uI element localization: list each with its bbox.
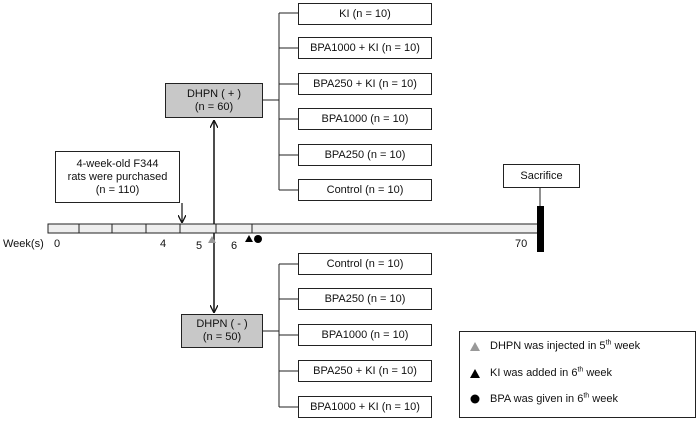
group-neg-2: BPA250 (n = 10): [298, 288, 432, 310]
dhpn-positive-count: (n = 60): [194, 100, 234, 113]
group-neg-5: BPA1000 + KI (n = 10): [298, 396, 432, 418]
timeline-tick-70: 70: [515, 238, 528, 250]
sacrifice-box: Sacrifice: [503, 164, 580, 188]
timeline-bar: [47, 223, 541, 234]
legend-ki-text: KI was added in 6th week: [490, 366, 613, 379]
group-neg-3: BPA1000 (n = 10): [298, 324, 432, 346]
group-pos-4: BPA1000 (n = 10): [298, 108, 432, 130]
group-label: BPA1000 (n = 10): [321, 328, 409, 341]
legend-item-ki: KI was added in 6th week: [460, 366, 613, 379]
black-circle-icon: [460, 394, 490, 404]
dhpn-positive-title: DHPN ( + ): [186, 87, 242, 100]
group-pos-5: BPA250 (n = 10): [298, 144, 432, 166]
group-label: BPA1000 (n = 10): [321, 112, 409, 125]
purchase-line-2: rats were purchased: [67, 170, 168, 183]
timeline-segment-dividers: [78, 224, 253, 233]
ki-added-triangle: [245, 235, 253, 242]
group-label: Control (n = 10): [326, 257, 404, 270]
group-label: BPA250 (n = 10): [324, 292, 406, 305]
legend-item-bpa: BPA was given in 6th week: [460, 392, 618, 405]
group-label: BPA1000 + KI (n = 10): [310, 400, 420, 413]
timeline-axis-label: Week(s): [3, 238, 44, 250]
dhpn-negative-title: DHPN ( - ): [196, 318, 248, 330]
purchase-box: 4-week-old F344 rats were purchased (n =…: [55, 151, 180, 203]
timeline-tick-5: 5: [196, 240, 203, 252]
group-pos-3: BPA250 + KI (n = 10): [298, 73, 432, 95]
group-label: BPA250 + KI (n = 10): [313, 364, 417, 377]
group-neg-4: BPA250 + KI (n = 10): [298, 360, 432, 382]
group-pos-1: KI (n = 10): [298, 3, 432, 25]
group-pos-6: Control (n = 10): [298, 179, 432, 201]
timeline-tick-4: 4: [160, 238, 167, 250]
dhpn-positive-box: DHPN ( + ) (n = 60): [165, 83, 263, 118]
dhpn-negative-count: (n = 50): [202, 331, 242, 343]
bpa-given-dot: [254, 235, 262, 243]
gray-triangle-icon: [460, 341, 490, 351]
black-triangle-icon: [460, 368, 490, 378]
timeline-tick-6: 6: [231, 240, 238, 252]
dhpn-negative-box: DHPN ( - ) (n = 50): [181, 314, 263, 348]
legend: DHPN was injected in 5th week KI was add…: [459, 331, 696, 418]
purchase-line-3: (n = 110): [95, 183, 140, 196]
group-label: BPA250 (n = 10): [324, 148, 406, 161]
group-label: KI (n = 10): [339, 7, 391, 20]
group-label: Control (n = 10): [326, 183, 404, 196]
group-label: BPA250 + KI (n = 10): [313, 77, 417, 90]
bracket-dhpn-negative: [263, 263, 298, 408]
legend-item-dhpn: DHPN was injected in 5th week: [460, 339, 641, 352]
group-pos-2: BPA1000 + KI (n = 10): [298, 37, 432, 59]
sacrifice-label: Sacrifice: [520, 169, 563, 182]
dhpn-injection-triangle: [208, 236, 216, 243]
purchase-line-1: 4-week-old F344: [76, 157, 159, 170]
group-neg-1: Control (n = 10): [298, 253, 432, 275]
sacrifice-marker: [537, 206, 544, 252]
group-label: BPA1000 + KI (n = 10): [310, 41, 420, 54]
bracket-dhpn-positive: [263, 12, 298, 191]
legend-dhpn-text: DHPN was injected in 5th week: [490, 339, 641, 352]
legend-bpa-text: BPA was given in 6th week: [490, 392, 618, 405]
timeline-tick-0: 0: [54, 238, 61, 250]
